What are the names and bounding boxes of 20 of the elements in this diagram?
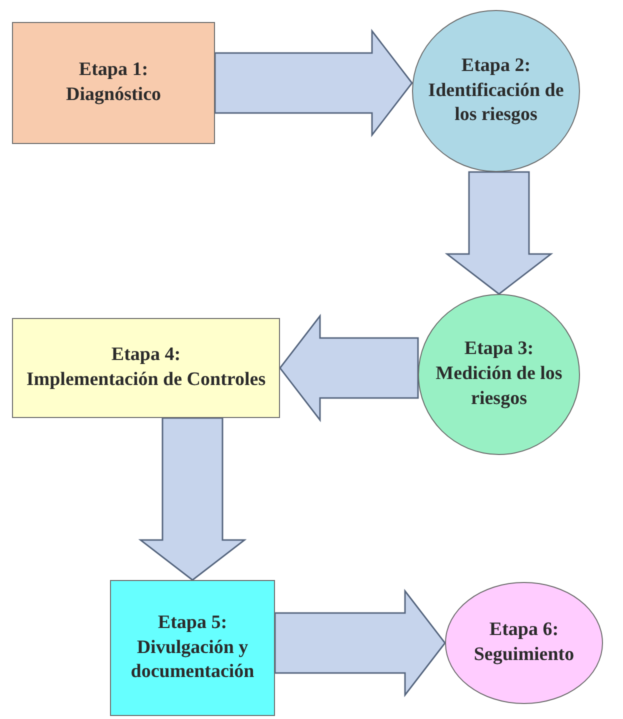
block-arrow <box>138 417 247 581</box>
stage-number: Etapa 6: <box>489 618 559 642</box>
stage-number: Etapa 1: <box>78 58 148 82</box>
stage-title: Divulgación y documentación <box>130 636 256 684</box>
block-arrow <box>444 171 554 295</box>
block-arrow <box>274 588 446 698</box>
stage-title: Seguimiento <box>474 643 574 667</box>
block-arrow <box>279 314 419 422</box>
stage-box <box>12 22 215 144</box>
stage-title: Implementación de Controles <box>26 368 266 392</box>
stage-title: Diagnóstico <box>66 83 161 107</box>
block-arrow <box>214 28 413 138</box>
stage-number: Etapa 5: <box>158 610 228 635</box>
stage-number: Etapa 3: <box>464 337 534 362</box>
stage-box <box>110 580 275 716</box>
stage-box <box>12 318 280 418</box>
stage-title: Identificación de los riesgos <box>427 78 565 128</box>
stage-title: Medición de los riesgos <box>434 362 564 411</box>
stage-number: Etapa 4: <box>111 343 181 368</box>
stage-number: Etapa 2: <box>461 54 531 78</box>
